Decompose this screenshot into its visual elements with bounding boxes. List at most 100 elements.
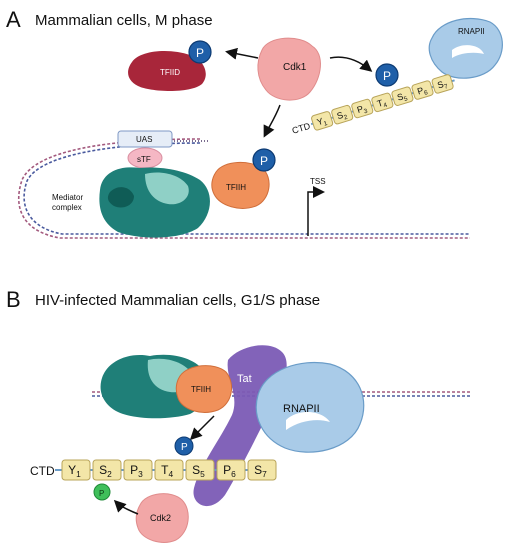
ctd-residue-box — [247, 459, 277, 481]
ctd-residue-number: 6 — [423, 89, 429, 97]
rnapii-a: RNAPII — [428, 17, 503, 79]
ctd-residue-label: T4 — [161, 463, 173, 479]
mediator-label-1: Mediator — [52, 193, 83, 202]
ctd-residue-letter: P — [223, 463, 231, 477]
ctd-residue-box — [123, 459, 153, 481]
stf-label: sTF — [137, 155, 151, 164]
ctd-residue-label: Y1 — [316, 115, 329, 130]
ctd-residue-number: 7 — [262, 469, 267, 479]
ctd-residue-box — [351, 98, 374, 119]
ctd-residue-number: 4 — [383, 102, 389, 110]
cdk2-kinase: Cdk2 — [135, 493, 189, 543]
ctd-residue-box — [185, 459, 215, 481]
ctd-b-label: CTD — [30, 464, 55, 478]
ctd-residue-box — [431, 74, 454, 94]
ctd-residue-box — [371, 92, 394, 113]
ctd-residue-number: 3 — [138, 469, 143, 479]
ctd-residue-label: S7 — [254, 463, 267, 479]
ctd-residue-letter: S — [396, 91, 405, 102]
arrow-to-ctd — [329, 56, 373, 72]
phospho-circle-icon — [174, 436, 194, 456]
ctd-residue-number: 2 — [343, 114, 349, 122]
ctd-residue-label: P6 — [223, 463, 236, 479]
phospho-label-green: P — [99, 489, 104, 498]
ctd-residue-letter: P — [416, 85, 425, 96]
ctd-residue-label: P6 — [416, 84, 429, 99]
ctd-residue-letter: Y — [316, 116, 325, 127]
rnapii-b: RNAPII — [255, 361, 365, 453]
stf-factor: sTF — [127, 147, 163, 169]
tfiih-a-label: TFIIH — [226, 183, 246, 192]
phospho-circle-green-icon — [93, 483, 111, 501]
ctd-residue-number: 6 — [231, 469, 236, 479]
ctd-residue-letter: T — [161, 463, 169, 477]
arrow-to-tfiid — [225, 47, 259, 60]
ctd-residue-label: S2 — [99, 463, 112, 479]
ctd-residue-box — [61, 459, 91, 481]
ctd-residue-label: S5 — [396, 90, 409, 105]
panel-a-title: Mammalian cells, M phase — [35, 12, 213, 29]
tfiih-a: TFIIH P — [211, 148, 276, 209]
ctd-residue-letter: S — [436, 79, 445, 90]
ctd-residue-letter: S — [336, 110, 345, 121]
phospho-label: P — [181, 442, 188, 453]
ctd-residue-label: S7 — [436, 78, 449, 93]
ctd-residue-box — [92, 459, 122, 481]
tfiih-b-label: TFIIH — [191, 385, 211, 394]
ctd-residue-label: P3 — [130, 463, 143, 479]
ctd-residue-number: 2 — [107, 469, 112, 479]
phospho-circle-icon — [188, 40, 212, 64]
arrow-cdk2-to-p — [113, 499, 139, 515]
ctd-residue-letter: P — [356, 104, 365, 115]
ctd-residue-label: S5 — [192, 463, 205, 479]
ctd-residue-number: 3 — [363, 108, 369, 116]
ctd-residue-box — [331, 104, 354, 125]
arrow-tfiih-to-ctd — [189, 415, 215, 441]
tfiid-label: TFIID — [160, 68, 180, 77]
ctd-residue-box — [391, 86, 414, 106]
ctd-residue-letter: T — [376, 98, 385, 109]
ctd-residue-letter: P — [130, 463, 138, 477]
uas-label: UAS — [136, 135, 152, 144]
cdk1-kinase: Cdk1 — [257, 37, 321, 101]
cdk1-label: Cdk1 — [283, 62, 307, 73]
arrow-to-tfiih — [263, 104, 281, 138]
panel-b-letter: B — [6, 287, 21, 312]
mediator-label-2: complex — [52, 203, 82, 212]
phospho-label: P — [383, 69, 391, 83]
mediator-complex: Mediator complex — [52, 167, 210, 238]
ctd-residue-letter: Y — [68, 463, 76, 477]
ctd-residue-number: 5 — [403, 95, 409, 103]
panel-a-letter: A — [6, 7, 21, 32]
ctd-residue-number: 5 — [200, 469, 205, 479]
tss-label: TSS — [310, 177, 326, 186]
tfiid-complex: TFIID P — [128, 40, 212, 91]
phospho-label: P — [196, 46, 204, 60]
rnapii-a-label: RNAPII — [458, 27, 485, 36]
ctd-residue-number: 4 — [169, 469, 174, 479]
phospho-label: P — [260, 154, 268, 168]
panel-b-title: HIV-infected Mammalian cells, G1/S phase — [35, 292, 320, 309]
ctd-residue-label: S2 — [336, 109, 349, 124]
tfiih-b: TFIIH — [175, 365, 233, 413]
ctd-residue-number: 1 — [76, 469, 81, 479]
phospho-circle-icon — [375, 63, 399, 87]
uas-element: UAS — [117, 130, 173, 148]
ctd-residue-label: Y1 — [68, 463, 81, 479]
ctd-residue-box — [311, 111, 334, 131]
tss-arrow-icon: TSS — [307, 177, 326, 236]
ctd-residue-number: 1 — [323, 120, 329, 128]
ctd-a-label: CTD — [291, 121, 312, 136]
ctd-residue-letter: S — [254, 463, 262, 477]
ctd-residue-label: T4 — [376, 97, 389, 111]
cdk2-label: Cdk2 — [150, 513, 171, 523]
ctd-residue-letter: S — [192, 463, 200, 477]
rnapii-b-label: RNAPII — [283, 403, 320, 415]
phospho-circle-icon — [252, 148, 276, 172]
ctd-residue-label: P3 — [356, 102, 369, 117]
ctd-residue-box — [216, 459, 246, 481]
